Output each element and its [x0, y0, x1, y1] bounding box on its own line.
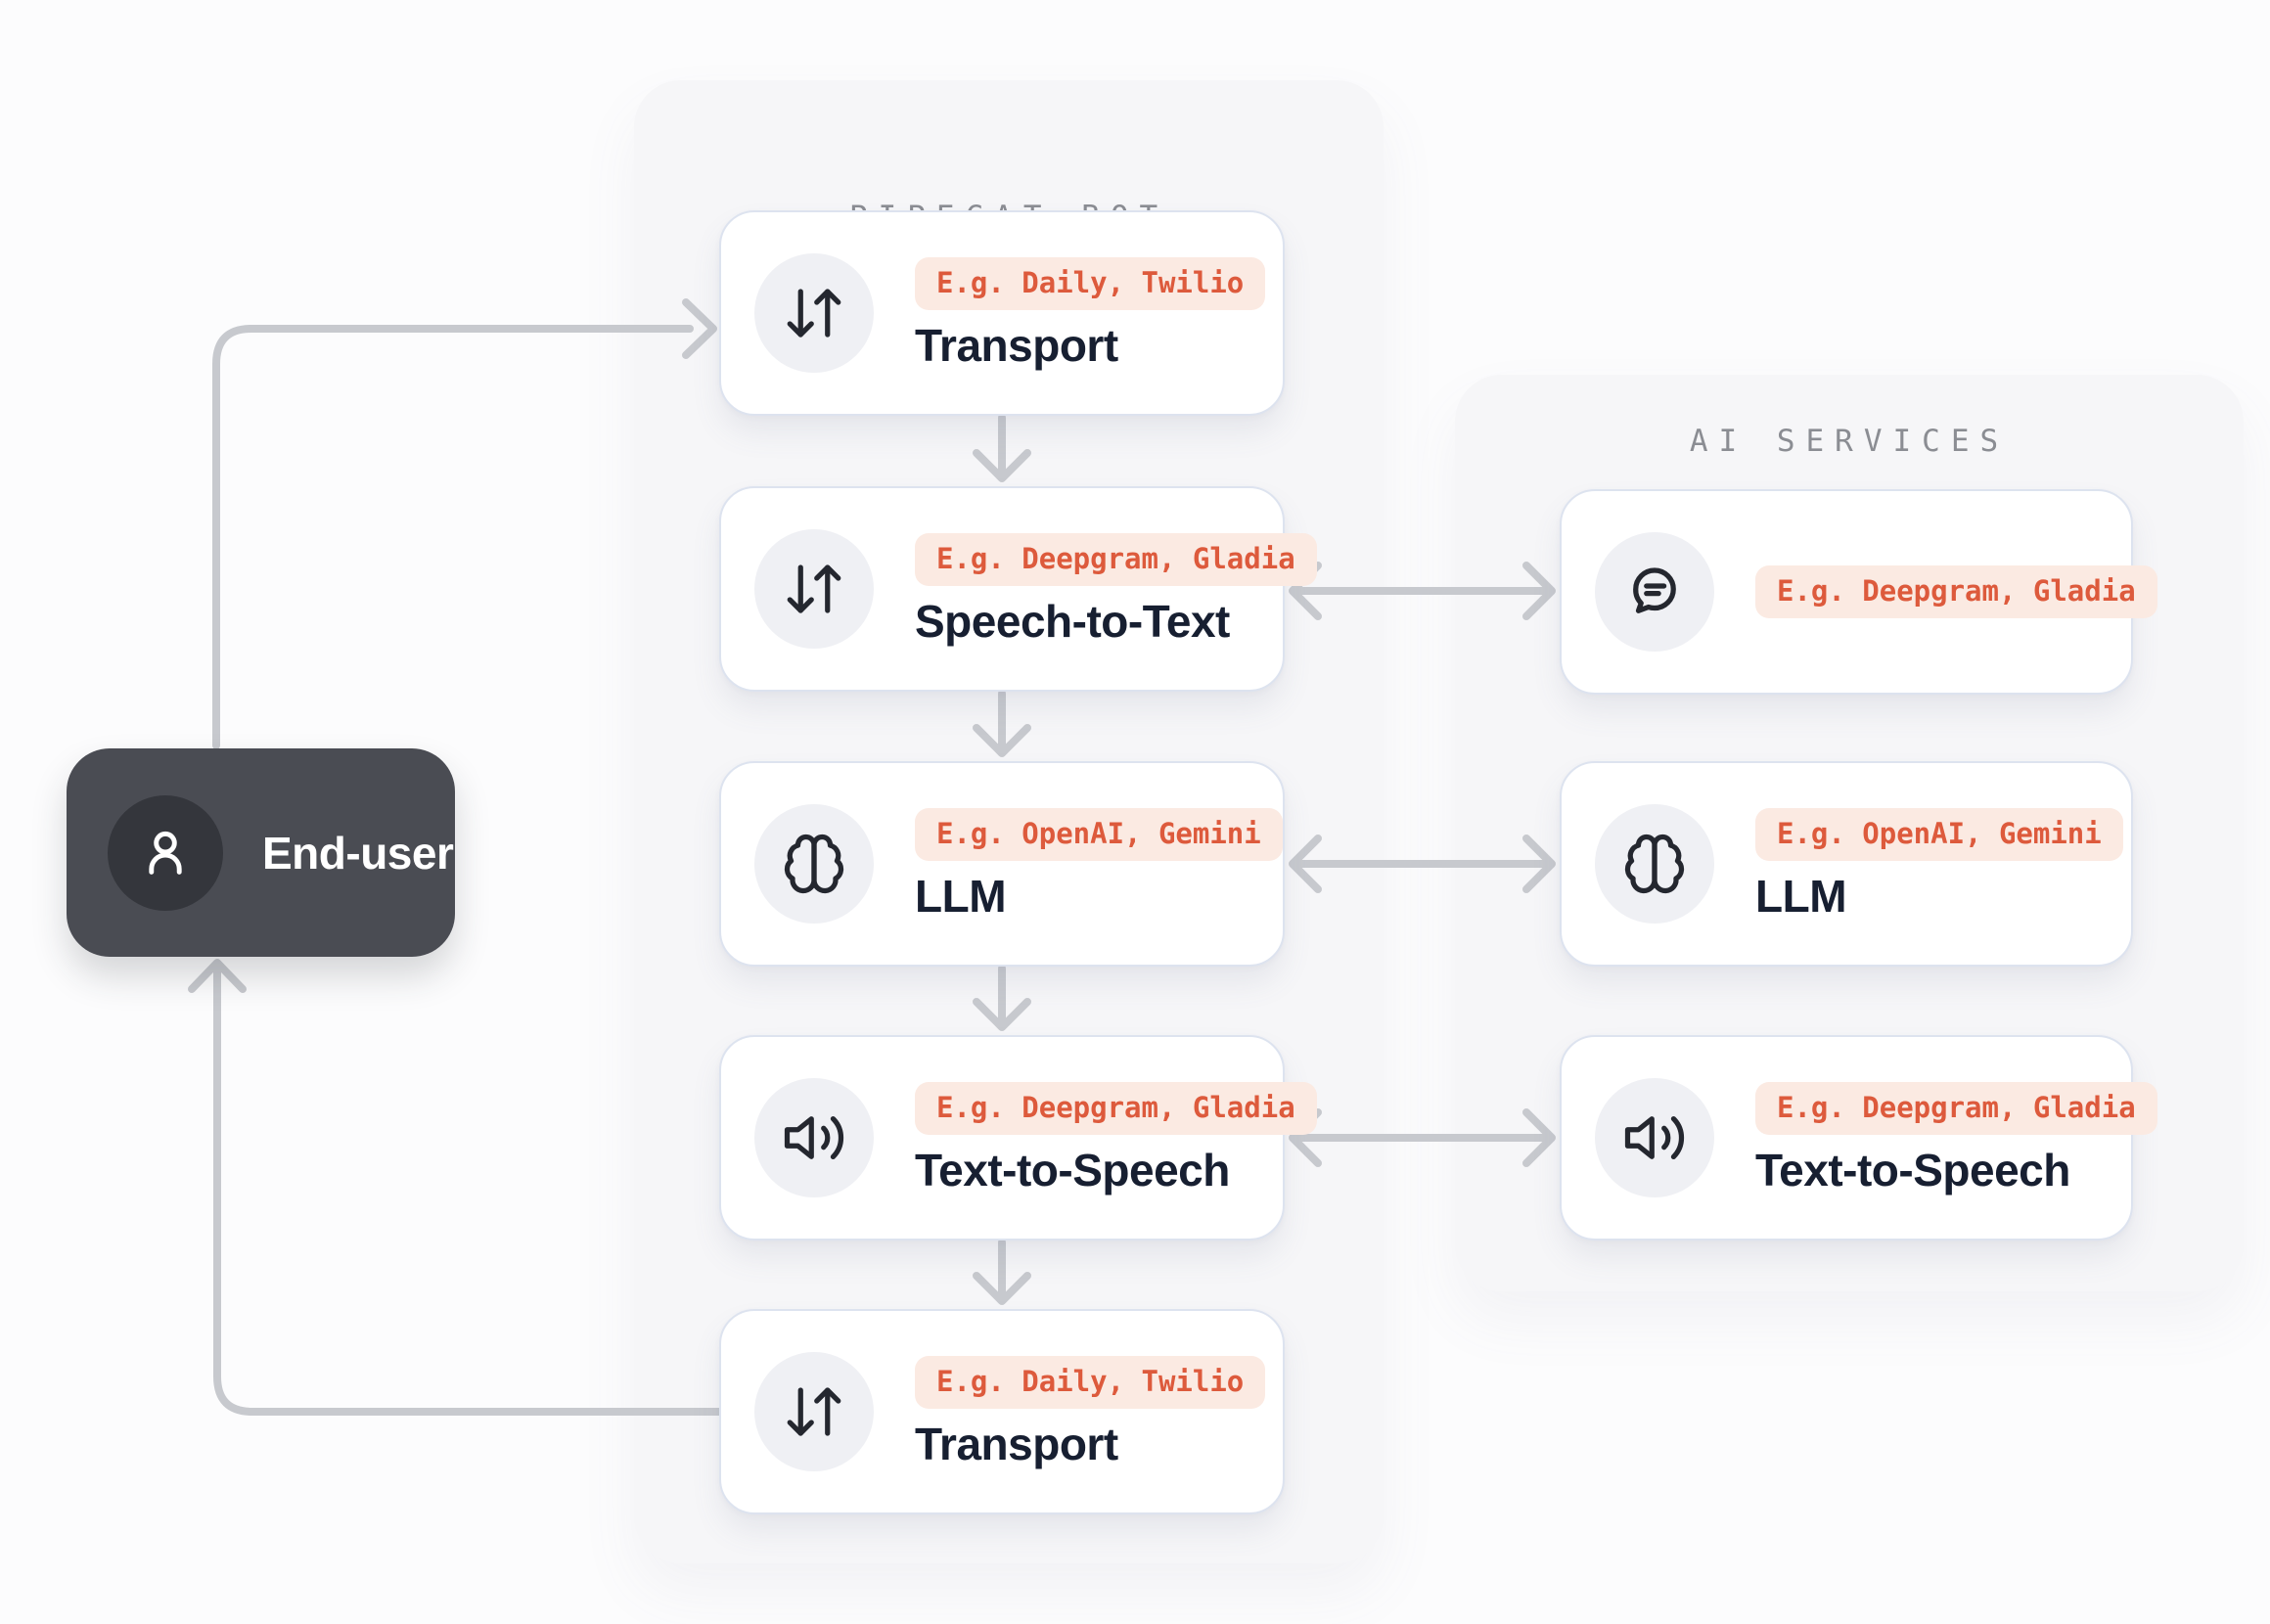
- speaker-icon: [1595, 1078, 1714, 1197]
- end-user-label: End-user: [262, 827, 454, 879]
- brain-icon: [1595, 804, 1714, 924]
- ai-service-card-stt: E.g. Deepgram, Gladia: [1560, 489, 2157, 695]
- speaker-icon: [754, 1078, 874, 1197]
- provider-badge: E.g. Deepgram, Gladia: [915, 1081, 1317, 1135]
- pipecat-card-transport-out: E.g. Daily, Twilio Transport: [719, 1309, 1285, 1514]
- card-title: Transport: [915, 319, 1118, 371]
- speech-bubble-icon: [1595, 532, 1714, 652]
- user-icon: [108, 794, 223, 911]
- card-title: LLM: [915, 870, 1007, 922]
- ai-services-panel-title: AI SERVICES: [1689, 424, 2010, 459]
- provider-badge: E.g. Daily, Twilio: [915, 1355, 1266, 1409]
- card-title: Transport: [915, 1418, 1118, 1469]
- card-title: Text-to-Speech: [915, 1144, 1230, 1195]
- transport-updown-icon: [754, 1352, 874, 1471]
- transport-updown-icon: [754, 253, 874, 373]
- provider-badge: E.g. OpenAI, Gemini: [1755, 807, 2123, 861]
- provider-badge: E.g. OpenAI, Gemini: [915, 807, 1283, 861]
- pipecat-card-transport-in: E.g. Daily, Twilio Transport: [719, 210, 1285, 416]
- pipecat-card-llm: E.g. OpenAI, Gemini LLM: [719, 761, 1285, 967]
- provider-badge: E.g. Deepgram, Gladia: [1755, 565, 2157, 618]
- ai-service-card-llm: E.g. OpenAI, Gemini LLM: [1560, 761, 2133, 967]
- card-title: Speech-to-Text: [915, 595, 1230, 647]
- card-title: LLM: [1755, 870, 1847, 922]
- ai-service-card-tts: E.g. Deepgram, Gladia Text-to-Speech: [1560, 1035, 2157, 1241]
- transport-updown-icon: [754, 529, 874, 649]
- provider-badge: E.g. Deepgram, Gladia: [1755, 1081, 2157, 1135]
- brain-icon: [754, 804, 874, 924]
- end-user-node: End-user: [67, 748, 455, 957]
- pipecat-card-text-to-speech: E.g. Deepgram, Gladia Text-to-Speech: [719, 1035, 1317, 1241]
- pipecat-card-speech-to-text: E.g. Deepgram, Gladia Speech-to-Text: [719, 486, 1317, 692]
- card-title: Text-to-Speech: [1755, 1144, 2070, 1195]
- provider-badge: E.g. Daily, Twilio: [915, 256, 1266, 310]
- provider-badge: E.g. Deepgram, Gladia: [915, 532, 1317, 586]
